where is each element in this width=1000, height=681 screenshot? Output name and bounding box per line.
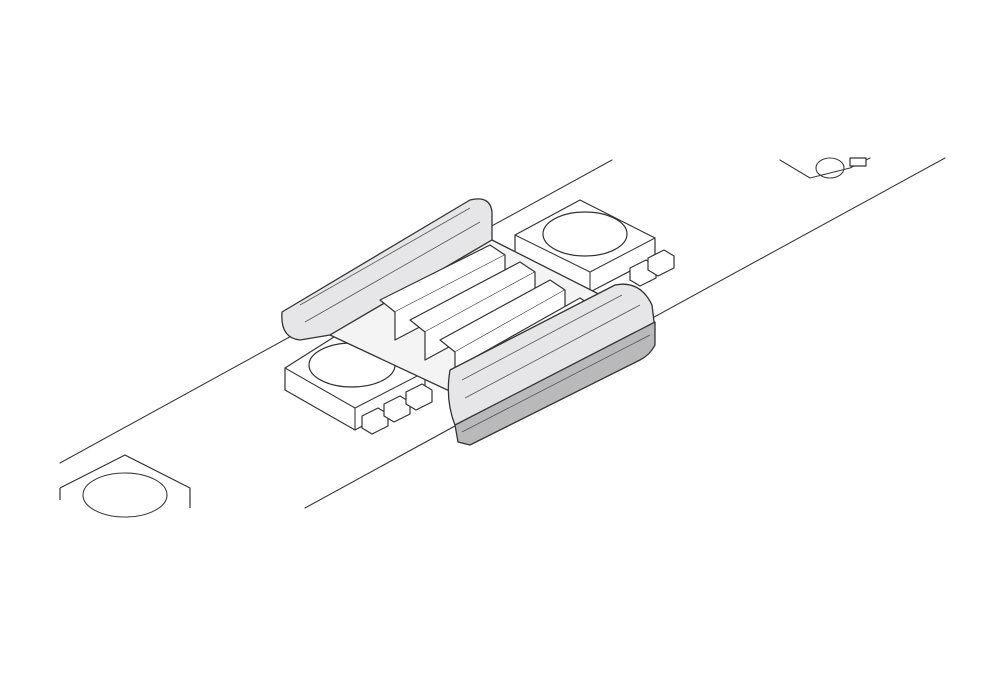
strip-connector (281, 198, 656, 446)
led-chip-bottom-left (59, 454, 191, 518)
led-chip-top-right (779, 157, 871, 179)
